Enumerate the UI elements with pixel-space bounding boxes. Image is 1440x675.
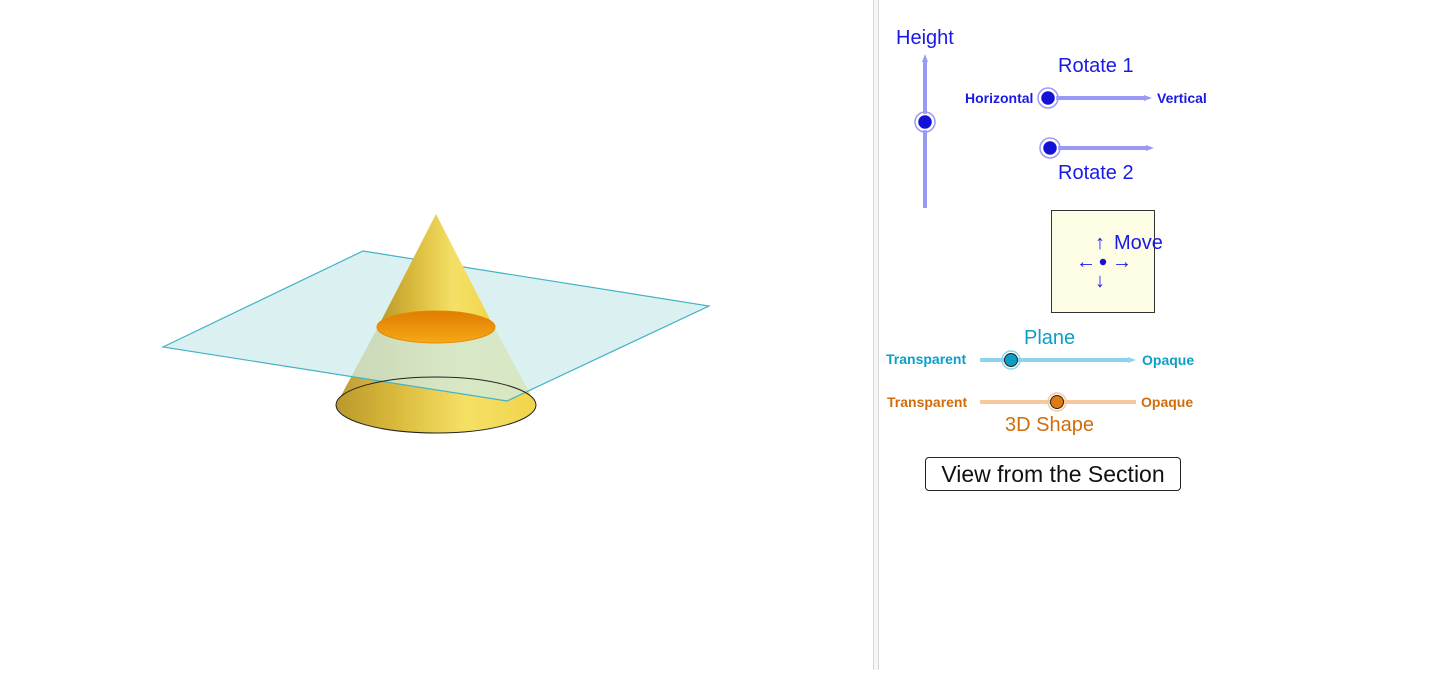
height-slider-thumb[interactable] [916,113,934,131]
plane-slider-label: Plane [1024,327,1076,349]
plane-opacity-slider-thumb[interactable] [1004,353,1018,367]
shape-opacity-slider-thumb[interactable] [1050,395,1064,409]
move-pad[interactable]: ↑ ↓ ← → Move [1051,210,1163,313]
control-panel: Height Rotate 1 Horizontal Vertical Rota… [880,0,1440,670]
plane-max-label: Opaque [1142,352,1195,368]
move-up-arrow[interactable]: ↑ [1095,232,1105,254]
cross-section [376,310,496,344]
rotate1-slider-label: Rotate 1 [1058,55,1134,77]
plane-min-label: Transparent [886,351,967,367]
rotate1-min-label: Horizontal [965,90,1034,106]
shape-slider-label: 3D Shape [1005,414,1094,436]
rotate2-slider-thumb[interactable] [1041,139,1059,157]
view-divider[interactable] [873,0,879,670]
cone-base-outline [335,376,537,434]
shape-min-label: Transparent [887,394,968,410]
move-label: Move [1114,232,1163,254]
rotate1-slider-thumb[interactable] [1039,89,1057,107]
graphics-3d-view[interactable] [0,0,873,670]
move-left-arrow[interactable]: ← [1076,251,1096,273]
cone-upper-body [378,214,494,343]
move-right-arrow[interactable]: → [1112,251,1132,273]
height-slider-label: Height [896,27,954,49]
rotate2-slider-label: Rotate 2 [1058,162,1134,184]
four-way-arrow-icon [1099,258,1107,266]
move-down-arrow[interactable]: ↓ [1095,270,1105,292]
view-from-section-button[interactable]: View from the Section [925,457,1181,491]
rotate1-max-label: Vertical [1157,90,1207,106]
scene-svg [161,214,712,434]
shape-max-label: Opaque [1141,394,1194,410]
slider-tracks [914,54,1154,412]
